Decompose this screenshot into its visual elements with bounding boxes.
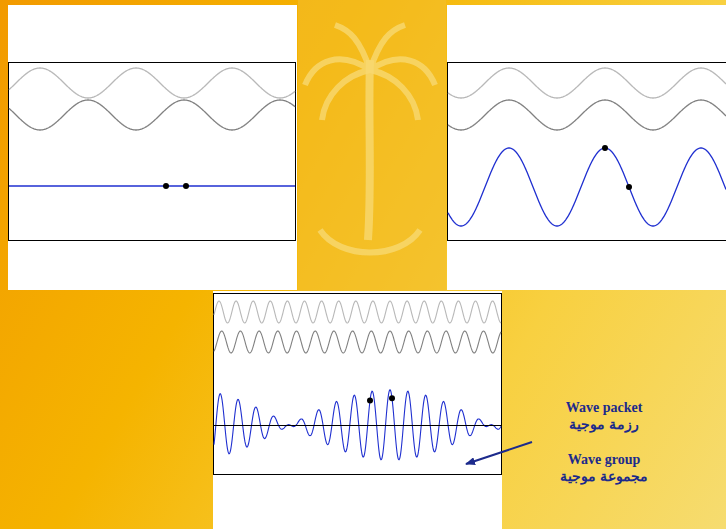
caption-label: Wave group xyxy=(568,452,640,468)
wave-curve xyxy=(448,100,726,130)
emblem-watermark xyxy=(298,0,446,291)
panel xyxy=(447,5,726,290)
wave-curve xyxy=(214,301,501,323)
dot xyxy=(163,183,169,189)
dot xyxy=(389,395,395,401)
dot xyxy=(183,183,189,189)
axis-line xyxy=(214,425,501,426)
caption-label: مجموعة موجية xyxy=(560,469,648,485)
plot-frame xyxy=(448,63,726,241)
wave-curve xyxy=(9,68,295,98)
sum-wave xyxy=(9,185,295,186)
wave-curve xyxy=(9,100,295,130)
dot xyxy=(367,398,373,404)
wave-packet-curve xyxy=(214,390,501,460)
dot xyxy=(602,145,608,151)
dot xyxy=(626,184,632,190)
wave-curve xyxy=(448,68,726,98)
caption-label: رزمة موجية xyxy=(569,417,639,433)
panel xyxy=(213,291,502,529)
sum-wave xyxy=(448,148,726,226)
wave-curve xyxy=(214,331,501,353)
caption-label: Wave packet xyxy=(566,400,643,416)
leader-arrow xyxy=(466,442,532,464)
plot-frame xyxy=(214,294,502,475)
panel xyxy=(8,5,297,290)
plot-frame xyxy=(9,63,296,241)
